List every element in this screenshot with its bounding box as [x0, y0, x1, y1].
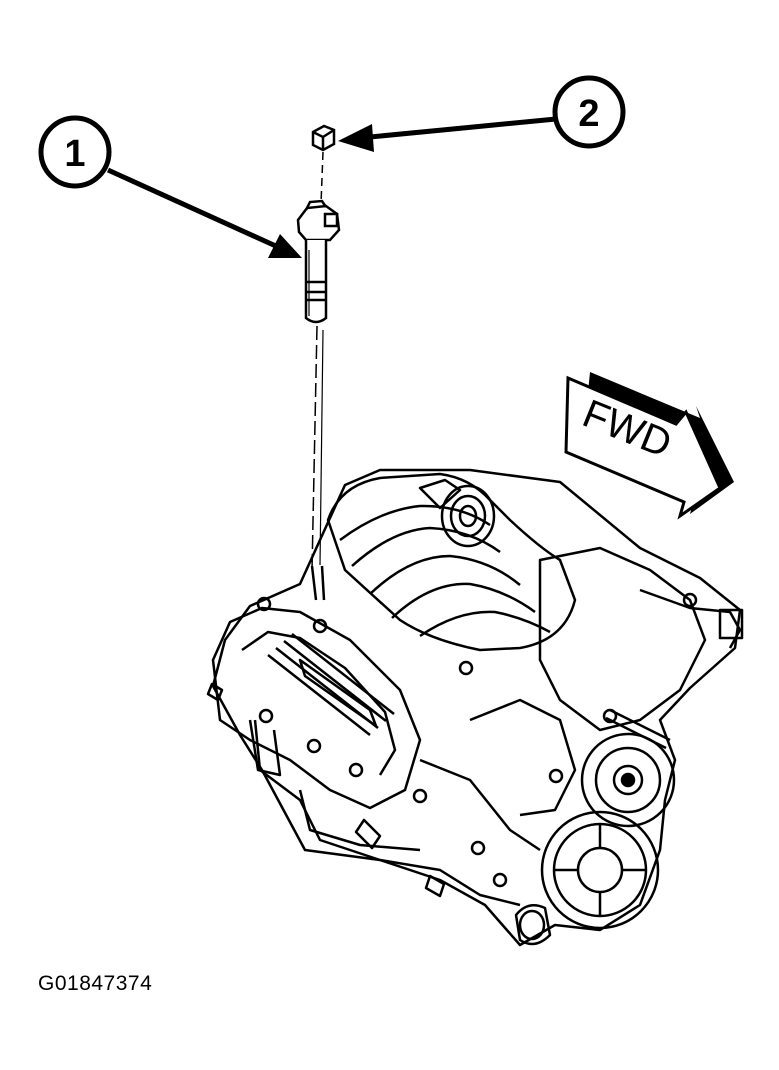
coil-centerline [311, 325, 318, 571]
callout-2-number: 2 [578, 93, 599, 135]
callout-1: 1 [38, 115, 302, 258]
callout-2: 2 [338, 75, 626, 152]
engine-assembly [206, 468, 744, 947]
nut-centerline [320, 151, 324, 205]
fwd-arrow-body [564, 375, 722, 520]
coil-retaining-nut [311, 124, 336, 152]
callout-1-number: 1 [64, 133, 85, 175]
callout-2-circle [552, 75, 626, 149]
callout-2-leader-arrow [338, 116, 557, 152]
callout-1-circle [38, 115, 112, 189]
callout-1-leader-arrow [106, 167, 302, 258]
figure-id: G01847374 [38, 972, 153, 995]
ignition-coil [296, 199, 341, 324]
fwd-direction-arrow: FWD [564, 372, 734, 520]
